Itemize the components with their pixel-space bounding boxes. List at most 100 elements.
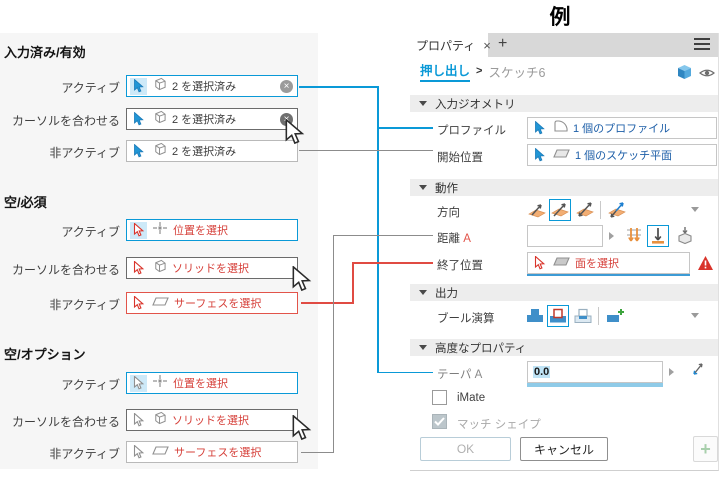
eye-icon[interactable]	[699, 66, 715, 84]
focus-underline	[527, 274, 690, 276]
selection-field-filled-hover[interactable]: 2 を選択済み ×	[126, 108, 298, 130]
group-header: 入力済み/有効	[4, 45, 86, 60]
profile-icon	[553, 119, 568, 137]
surface-plane-icon	[152, 443, 169, 461]
pointer-cursor-icon	[292, 266, 312, 292]
direction-asymmetric-icon[interactable]	[606, 199, 628, 221]
taper-flip-icon[interactable]	[690, 361, 706, 383]
connector-line	[377, 371, 433, 373]
field-prompt: 位置を選択	[173, 225, 228, 237]
selection-field-empty-required-inactive[interactable]: サーフェスを選択	[126, 292, 298, 314]
field-prompt: サーフェスを選択	[174, 298, 262, 310]
example-row: カーソルを合わせる ソリッドを選択	[0, 409, 318, 431]
select-cursor-icon	[531, 120, 548, 137]
field-prompt: サーフェスを選択	[174, 447, 262, 459]
direction-flipped-icon[interactable]	[549, 199, 571, 221]
solid-cube-icon[interactable]	[676, 64, 693, 85]
match-shape-checkbox	[432, 414, 447, 429]
direction-symmetric-icon[interactable]	[574, 199, 596, 221]
boolean-join-icon[interactable]	[524, 305, 546, 327]
selection-field-empty-required-hover[interactable]: ソリッドを選択	[126, 257, 298, 279]
selection-field-filled-inactive[interactable]: 2 を選択済み	[126, 140, 298, 162]
field-value: 2 を選択済み	[172, 81, 237, 93]
state-label: アクティブ	[61, 225, 120, 239]
cube-icon	[152, 259, 167, 278]
state-label: 非アクティブ	[49, 298, 120, 312]
connector-line	[352, 262, 354, 304]
select-cursor-icon	[130, 260, 147, 277]
state-label: 非アクティブ	[49, 146, 120, 160]
imate-checkbox[interactable]	[432, 390, 447, 405]
state-label: アクティブ	[61, 81, 120, 95]
breadcrumb-feature[interactable]: 押し出し	[420, 60, 471, 82]
checkmark-icon	[434, 417, 445, 426]
ok-button[interactable]: OK	[420, 437, 511, 461]
selection-field-empty-optional-hover[interactable]: ソリッドを選択	[126, 409, 298, 431]
row-label-taper: テーパ A	[437, 369, 483, 381]
boolean-intersect-icon[interactable]	[572, 305, 594, 327]
through-all-icon[interactable]	[623, 225, 645, 247]
selection-field-empty-optional-active[interactable]: 位置を選択	[126, 372, 298, 394]
add-feature-button[interactable]: +	[693, 436, 718, 462]
breadcrumb: 押し出し > スケッチ6	[410, 57, 718, 85]
clear-selection-button[interactable]: ×	[280, 79, 293, 93]
pointer-cursor-icon	[285, 119, 305, 145]
select-cursor-icon	[531, 255, 548, 272]
cube-icon	[152, 77, 167, 96]
direction-default-icon[interactable]	[526, 199, 548, 221]
section-collapse-icon[interactable]	[419, 345, 427, 350]
close-tab-icon[interactable]: ×	[483, 37, 491, 53]
selection-field-empty-required-active[interactable]: 位置を選択	[126, 219, 298, 241]
focus-underline	[527, 383, 663, 387]
tab-properties[interactable]: プロパティ ×	[410, 33, 491, 57]
state-label: カーソルを合わせる	[11, 415, 120, 429]
distance-icon[interactable]	[647, 225, 669, 247]
dropdown-caret-icon[interactable]	[691, 207, 699, 212]
select-cursor-icon	[130, 111, 147, 128]
connector-line	[377, 127, 433, 129]
row-label-distance: 距離 A	[437, 233, 471, 245]
cancel-button[interactable]: キャンセル	[520, 437, 608, 461]
state-label: カーソルを合わせる	[11, 114, 120, 128]
parameter-badge: A	[463, 233, 471, 245]
connector-line	[299, 150, 433, 152]
taper-input[interactable]: 0.0	[527, 361, 663, 383]
dropdown-caret-icon[interactable]	[691, 313, 699, 318]
section-output[interactable]: 出力	[410, 284, 718, 301]
surface-plane-icon	[152, 294, 169, 312]
profile-field[interactable]: 1 個のプロファイル	[527, 117, 717, 139]
select-cursor-icon	[531, 147, 548, 164]
spinner-icon[interactable]	[609, 232, 614, 240]
distance-input[interactable]	[527, 225, 603, 247]
selection-field-filled-active[interactable]: 2 を選択済み ×	[126, 75, 298, 97]
parameter-badge: A	[474, 369, 483, 381]
section-collapse-icon[interactable]	[419, 290, 427, 295]
section-advanced[interactable]: 高度なプロパティ	[410, 339, 718, 356]
warning-icon	[697, 255, 714, 276]
to-next-icon[interactable]	[674, 225, 696, 247]
field-prompt: 位置を選択	[173, 378, 228, 390]
example-row: カーソルを合わせる ソリッドを選択	[0, 257, 318, 279]
field-prompt: ソリッドを選択	[172, 415, 249, 427]
spinner-icon[interactable]	[669, 368, 674, 376]
surface-plane-icon	[553, 254, 570, 272]
hamburger-menu-icon[interactable]	[694, 38, 710, 51]
select-cursor-icon	[130, 295, 147, 312]
tab-title: プロパティ	[416, 38, 476, 53]
divider	[600, 201, 601, 219]
cube-icon	[152, 110, 167, 129]
connector-line	[301, 302, 353, 304]
start-position-field[interactable]: 1 個のスケッチ平面	[527, 144, 717, 166]
end-position-field[interactable]: 面を選択	[527, 252, 690, 274]
selection-field-empty-optional-inactive[interactable]: サーフェスを選択	[126, 441, 298, 463]
boolean-new-solid-icon[interactable]	[604, 305, 626, 327]
section-collapse-icon[interactable]	[419, 185, 427, 190]
breadcrumb-item: スケッチ6	[488, 65, 546, 80]
section-collapse-icon[interactable]	[419, 101, 427, 106]
add-tab-button[interactable]: +	[498, 35, 508, 52]
boolean-cut-icon[interactable]	[547, 305, 569, 327]
field-value: 1 個のプロファイル	[573, 123, 671, 135]
pointer-cursor-icon	[292, 415, 312, 441]
section-input-geometry[interactable]: 入力ジオメトリ	[410, 95, 718, 112]
section-behavior[interactable]: 動作	[410, 179, 718, 196]
